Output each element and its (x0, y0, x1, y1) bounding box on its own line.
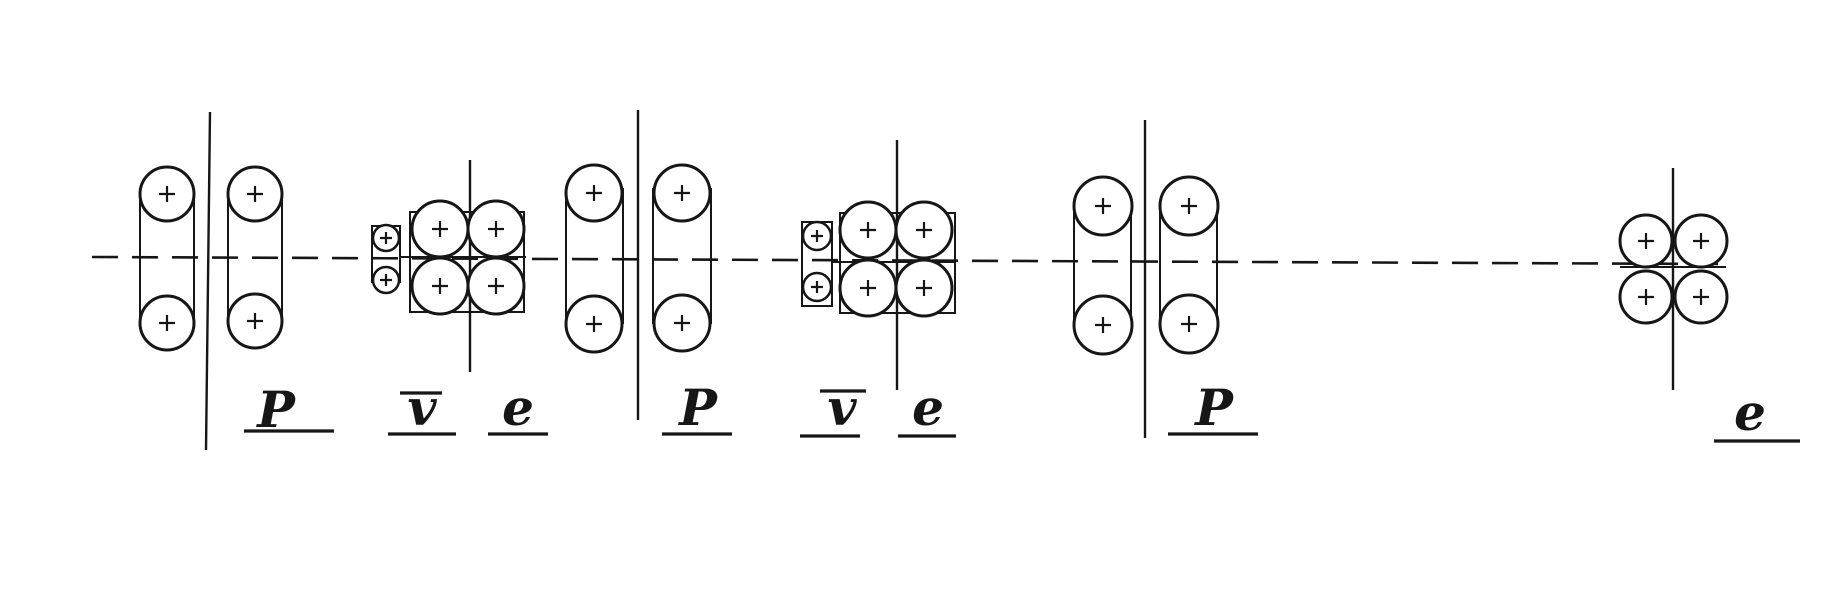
label-stand-e-2: e (912, 378, 944, 437)
stand-e-2 (832, 140, 956, 390)
stand-e-1 (400, 160, 526, 372)
stand-e-3 (1618, 168, 1729, 390)
label-stand-p-2: P (677, 378, 718, 437)
stand-v-2 (801, 220, 833, 307)
label-stand-v-2: v (827, 378, 857, 437)
label-stand-v-1: v (407, 378, 437, 437)
stand-v-1 (371, 223, 401, 295)
stand-p-2 (564, 110, 712, 420)
label-stand-e-3: e (1734, 383, 1766, 442)
label-stand-p-3: P (1193, 378, 1234, 437)
pass-line (91, 255, 1721, 266)
label-stand-p-1: P (255, 380, 296, 439)
stand-p-3 (1072, 120, 1220, 438)
label-stand-e-1: e (502, 378, 534, 437)
stand-frame-line (204, 111, 212, 451)
stand-p-1 (138, 111, 284, 451)
labels: P v e P v e P e (244, 378, 1800, 443)
